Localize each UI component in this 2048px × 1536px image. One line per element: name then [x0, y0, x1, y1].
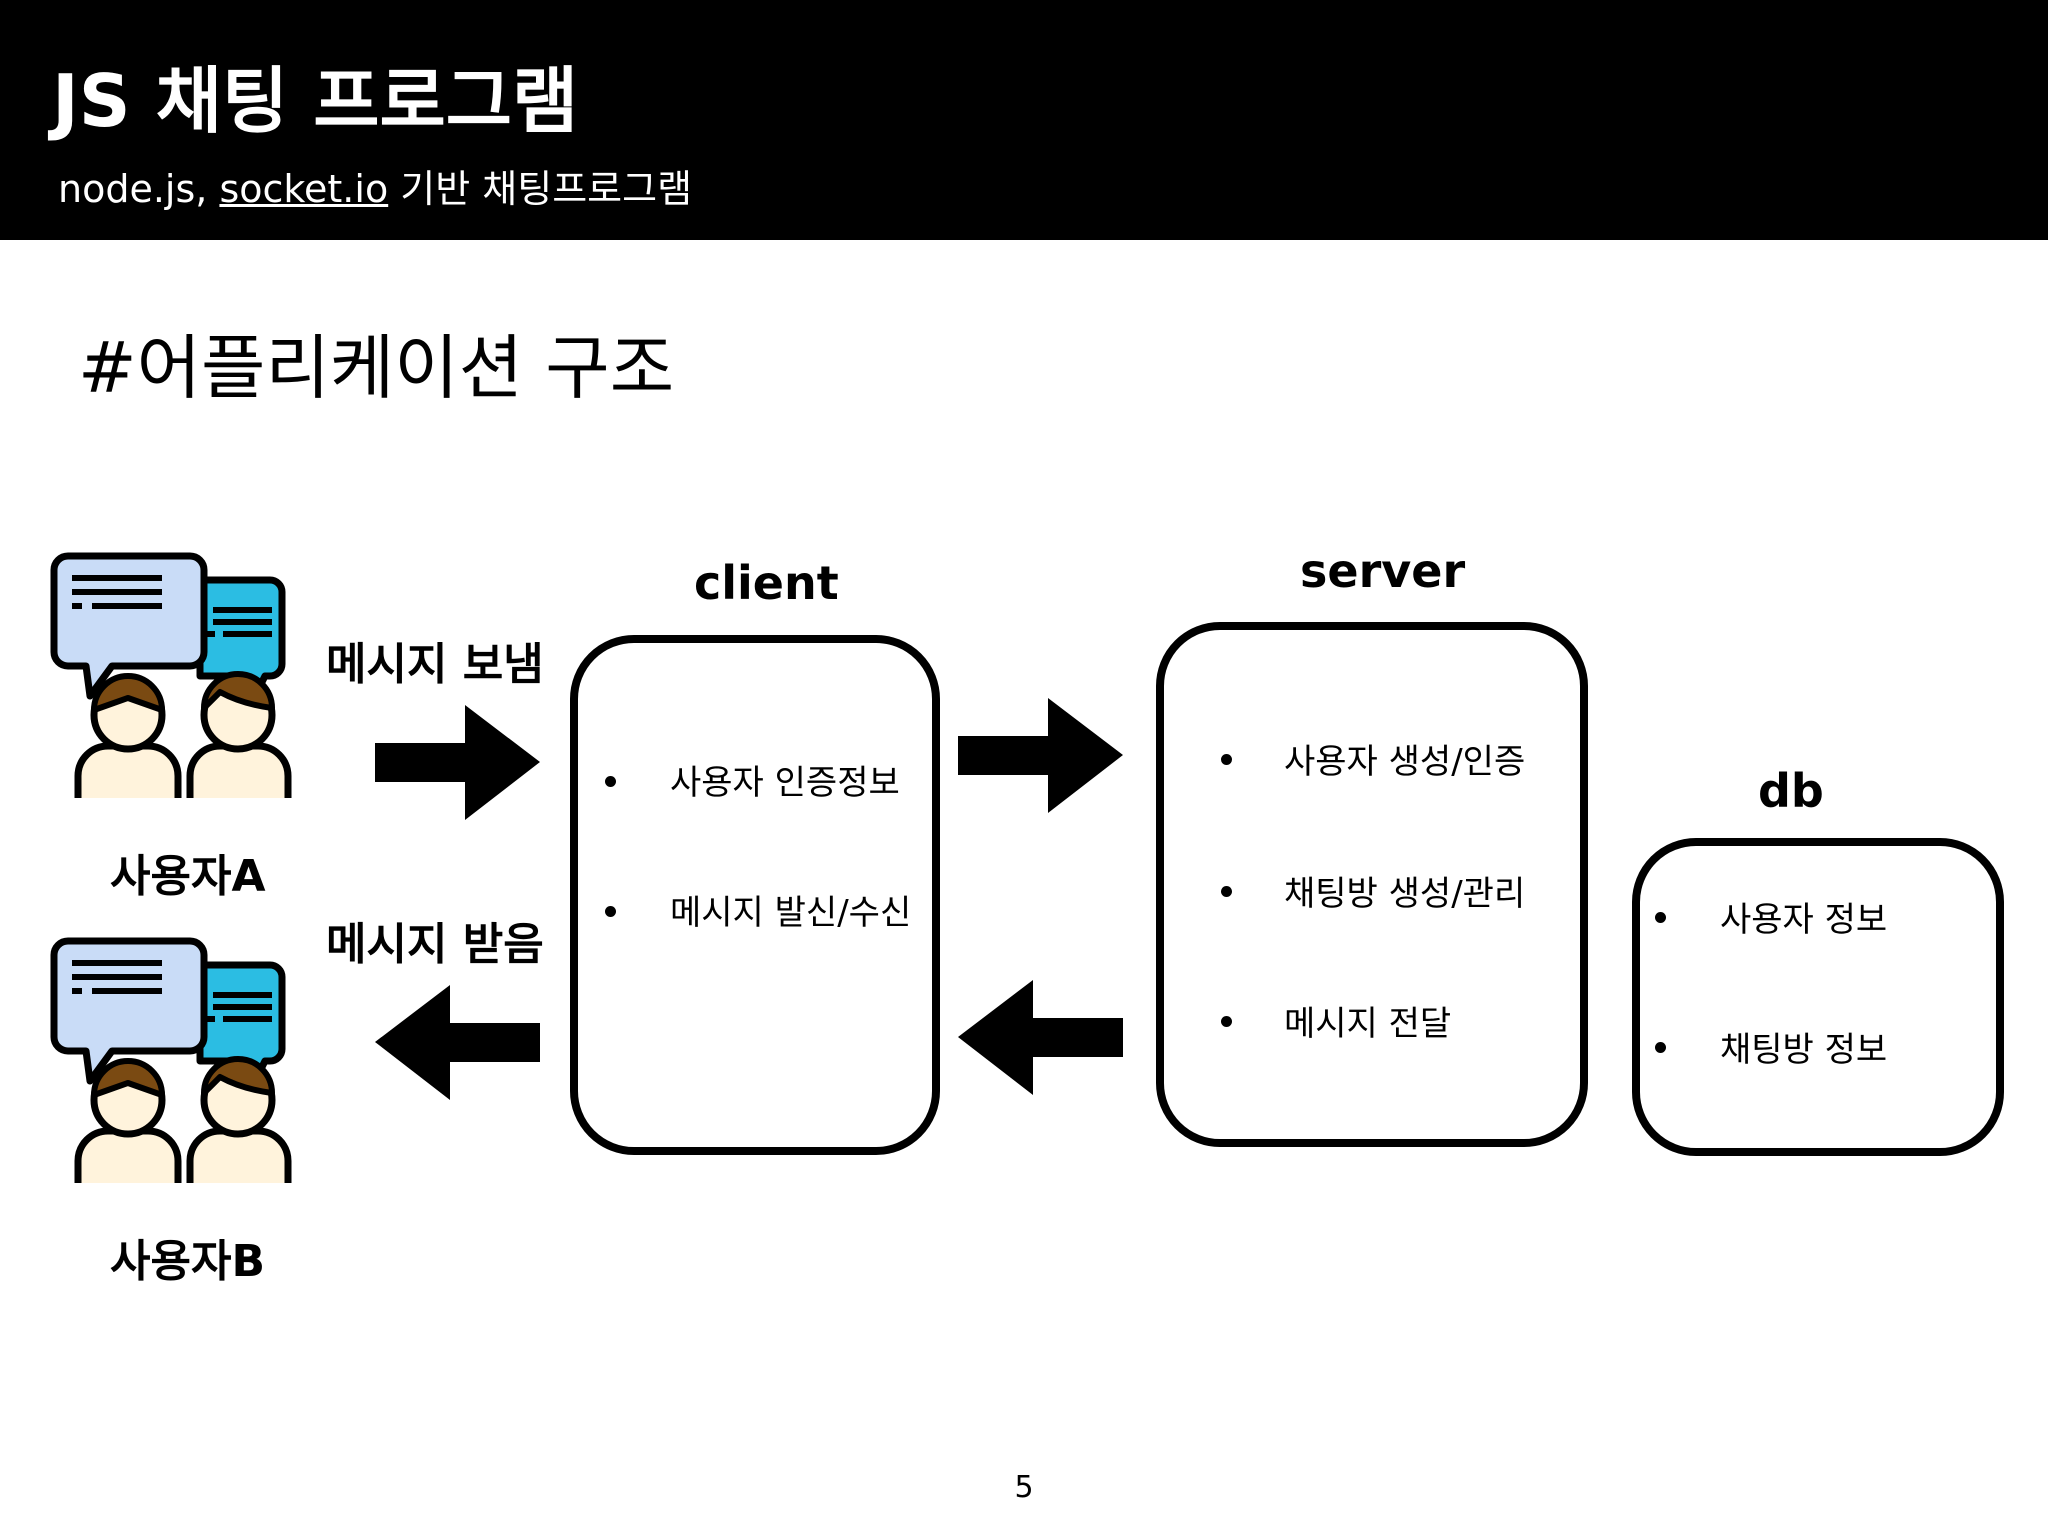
client-title: client — [694, 556, 839, 610]
bullet — [1655, 912, 1666, 923]
receive-message-label: 메시지 받음 — [326, 919, 544, 970]
db-item-user: 사용자 정보 — [1720, 900, 1888, 940]
bullet — [605, 776, 616, 787]
server-item-user: 사용자 생성/인증 — [1284, 742, 1526, 782]
chat-users-icon — [50, 552, 292, 798]
socketio-link[interactable]: socket.io — [219, 167, 389, 211]
user-b-label: 사용자B — [110, 1236, 265, 1287]
arrow-left-icon — [375, 985, 540, 1100]
page-number: 5 — [1014, 1470, 1034, 1505]
slide-subtitle: node.js, socket.io 기반 채팅프로그램 — [58, 158, 692, 213]
server-item-room: 채팅방 생성/관리 — [1284, 874, 1526, 914]
chat-users-icon — [50, 937, 292, 1183]
subtitle-prefix: node.js, — [58, 167, 220, 211]
section-title: #어플리케이션 구조 — [78, 327, 675, 409]
bullet — [1655, 1042, 1666, 1053]
arrow-left-icon — [958, 980, 1123, 1095]
slide-title: JS 채팅 프로그램 — [52, 59, 579, 143]
client-item-messaging: 메시지 발신/수신 — [670, 893, 912, 933]
arrow-right-icon — [958, 698, 1123, 813]
server-box: 사용자 생성/인증 채팅방 생성/관리 메시지 전달 — [1156, 622, 1588, 1147]
bullet — [1221, 1016, 1232, 1027]
db-title: db — [1758, 764, 1824, 818]
title-bar: JS 채팅 프로그램 node.js, socket.io 기반 채팅프로그램 — [0, 0, 2048, 240]
bullet — [1221, 754, 1232, 765]
db-item-room: 채팅방 정보 — [1720, 1030, 1888, 1070]
subtitle-suffix: 기반 채팅프로그램 — [388, 167, 693, 211]
server-title: server — [1300, 544, 1466, 598]
server-item-relay: 메시지 전달 — [1284, 1004, 1452, 1044]
send-message-label: 메시지 보냄 — [326, 639, 544, 690]
bullet — [605, 906, 616, 917]
bullet — [1221, 886, 1232, 897]
client-item-auth: 사용자 인증정보 — [670, 763, 900, 803]
db-box: 사용자 정보 채팅방 정보 — [1632, 838, 2004, 1156]
arrow-right-icon — [375, 705, 540, 820]
client-box: 사용자 인증정보 메시지 발신/수신 — [570, 635, 940, 1155]
user-a-label: 사용자A — [110, 851, 266, 902]
